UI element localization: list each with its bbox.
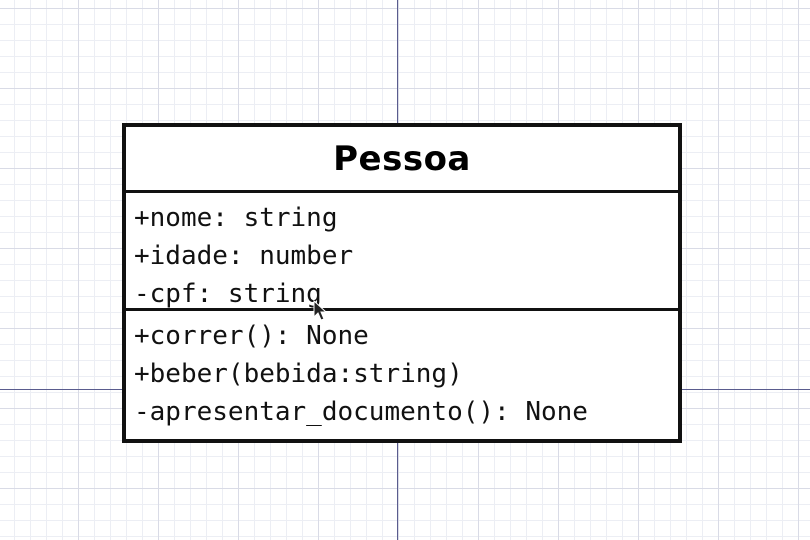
operation-item[interactable]: -apresentar_documento(): None (134, 397, 588, 427)
operation-item[interactable]: +correr(): None (134, 321, 369, 351)
operation-item[interactable]: +beber(bebida:string) (134, 359, 463, 389)
class-name: Pessoa (333, 138, 471, 179)
class-header[interactable]: Pessoa (126, 127, 678, 193)
operations-compartment[interactable]: +correr(): None +beber(bebida:string) -a… (126, 311, 678, 439)
attributes-compartment[interactable]: +nome: string +idade: number -cpf: strin… (126, 193, 678, 311)
attribute-item[interactable]: +idade: number (134, 241, 354, 271)
mouse-pointer-icon (313, 300, 328, 321)
uml-class-box[interactable]: Pessoa +nome: string +idade: number -cpf… (122, 123, 682, 443)
attribute-item[interactable]: +nome: string (134, 203, 338, 233)
attribute-item[interactable]: -cpf: string (134, 279, 322, 309)
